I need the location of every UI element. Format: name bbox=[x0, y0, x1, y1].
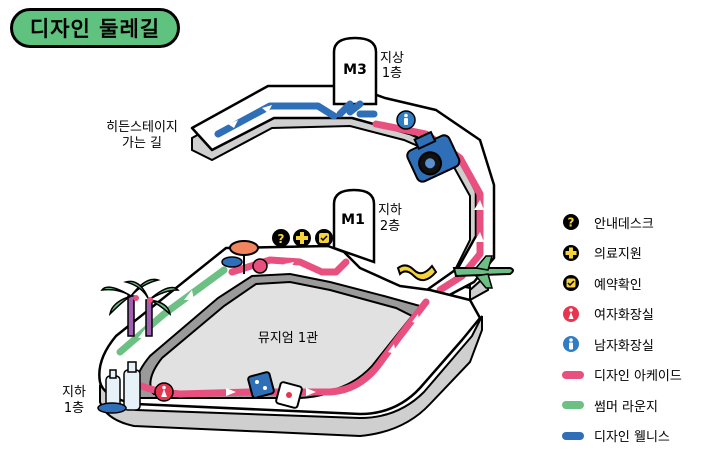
legend-item-womens-restroom: 여자화장실 bbox=[562, 299, 682, 330]
svg-text:?: ? bbox=[278, 232, 285, 246]
legend-label: 예약확인 bbox=[594, 277, 642, 293]
womens-restroom-marker bbox=[154, 382, 174, 402]
b1-floor-line2: 1층 bbox=[64, 401, 84, 416]
map-legend: ? 안내데스크 의료지원 예약확인 여자화장실 남자화장실 디자인 아케이드 bbox=[562, 207, 682, 451]
green-route-icon bbox=[562, 401, 594, 410]
m1-building bbox=[332, 188, 376, 264]
m3-building bbox=[332, 36, 378, 106]
blue-route-icon bbox=[562, 431, 594, 440]
womens-restroom-icon bbox=[562, 305, 594, 323]
palm-tree-illustration bbox=[100, 278, 180, 337]
m3-floor-line2: 1층 bbox=[382, 66, 402, 81]
medical-marker bbox=[293, 229, 311, 247]
pink-route-lower-arrows bbox=[226, 262, 420, 396]
reservation-icon bbox=[562, 274, 594, 292]
camera-illustration bbox=[406, 130, 461, 183]
legend-item-design-arcade: 디자인 아케이드 bbox=[562, 360, 682, 391]
m1-floor-line1: 지하 bbox=[378, 203, 402, 218]
legend-label: 여자화장실 bbox=[594, 308, 654, 324]
legend-item-reservation: 예약확인 bbox=[562, 268, 682, 299]
green-route bbox=[116, 266, 228, 356]
svg-text:?: ? bbox=[568, 216, 575, 230]
m1-label: M1 bbox=[341, 212, 365, 228]
flower-illustration bbox=[221, 240, 268, 274]
cross-icon bbox=[562, 244, 594, 262]
map-title: 디자인 둘레길 bbox=[10, 8, 180, 48]
legend-item-summer-lounge: 썸머 라운지 bbox=[562, 390, 682, 421]
mens-restroom-marker bbox=[396, 110, 416, 130]
info-desk-marker: ? bbox=[272, 229, 290, 247]
m3-floor-line1: 지상 bbox=[380, 51, 404, 66]
legend-item-design-wellness: 디자인 웰니스 bbox=[562, 421, 682, 452]
museum-label: 뮤지엄 1관 bbox=[258, 331, 318, 346]
legend-label: 의료지원 bbox=[594, 247, 642, 263]
hidden-stage-line1: 히든스테이지 bbox=[106, 120, 178, 135]
pink-route-upper-arrows bbox=[474, 200, 484, 242]
hidden-stage-line2: 가는 길 bbox=[122, 136, 162, 151]
yellow-ribbon bbox=[396, 264, 438, 282]
pink-route-icon bbox=[562, 370, 594, 379]
legend-label: 디자인 아케이드 bbox=[594, 369, 682, 385]
legend-label: 남자화장실 bbox=[594, 338, 654, 354]
m3-label: M3 bbox=[343, 62, 367, 78]
m1-floor-line2: 2층 bbox=[380, 219, 400, 234]
legend-label: 안내데스크 bbox=[594, 216, 654, 232]
dice-illustration bbox=[247, 371, 303, 409]
airplane-illustration bbox=[452, 255, 514, 289]
bottles-illustration bbox=[97, 361, 141, 414]
mens-restroom-icon bbox=[562, 335, 594, 353]
legend-item-medical: 의료지원 bbox=[562, 238, 682, 269]
legend-item-info-desk: ? 안내데스크 bbox=[562, 207, 682, 238]
legend-label: 썸머 라운지 bbox=[594, 399, 658, 415]
b1-floor-line1: 지하 bbox=[62, 385, 86, 400]
legend-item-mens-restroom: 남자화장실 bbox=[562, 329, 682, 360]
legend-label: 디자인 웰니스 bbox=[594, 430, 670, 446]
blue-route-arrows bbox=[228, 105, 272, 128]
question-icon: ? bbox=[562, 213, 594, 231]
blue-route bbox=[214, 100, 378, 138]
reservation-marker bbox=[315, 229, 333, 247]
